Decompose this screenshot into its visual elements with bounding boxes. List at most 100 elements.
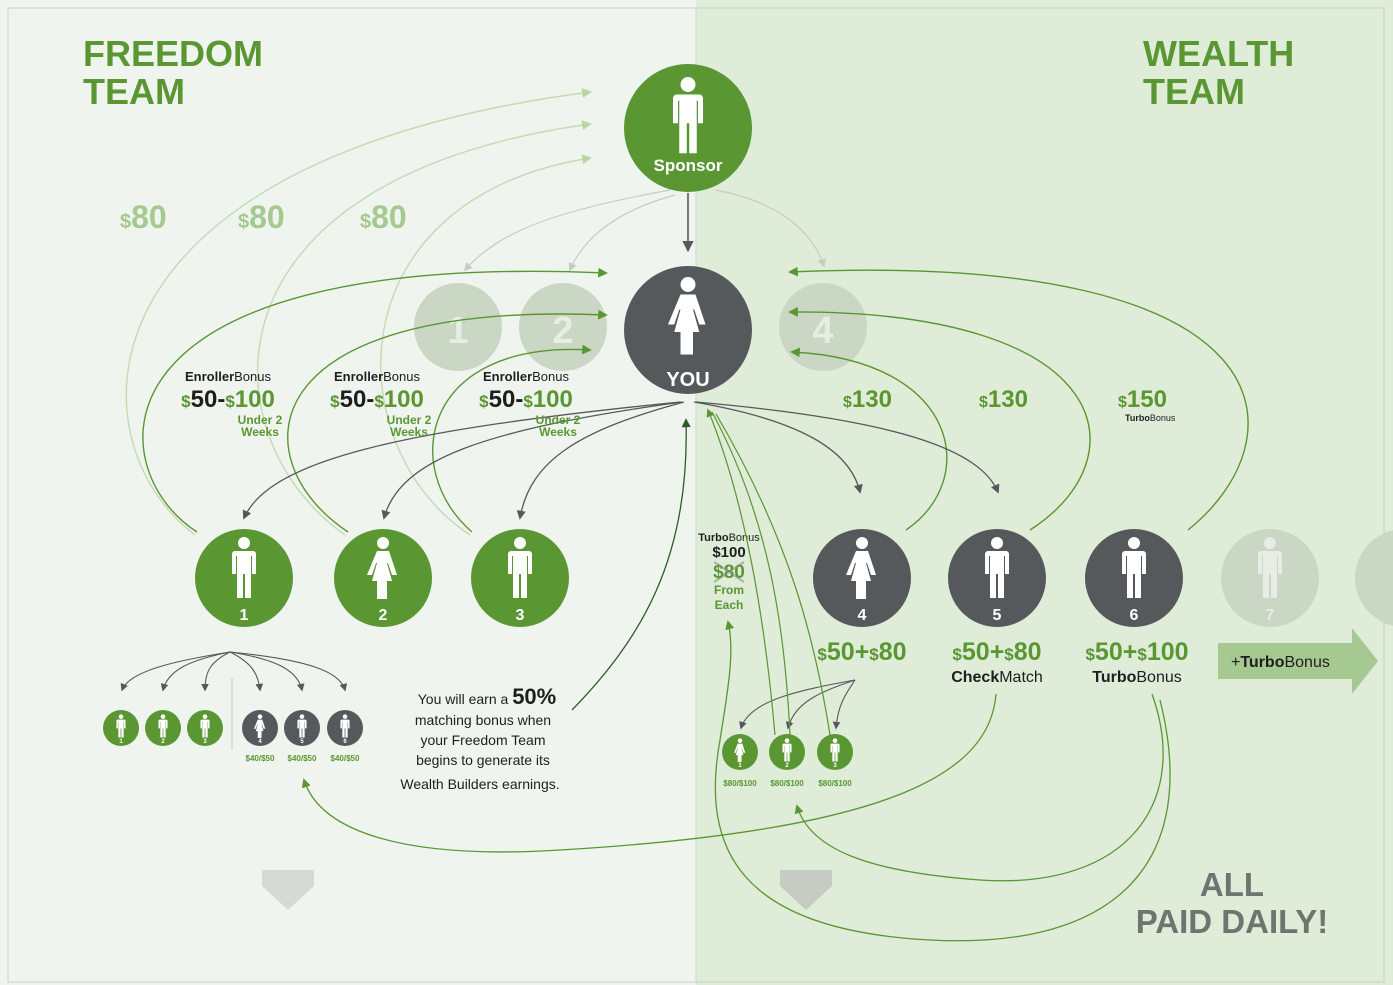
svg-text:4: 4 <box>858 607 867 624</box>
member-5: 5 <box>948 529 1046 627</box>
freedom-amount-3: $80 <box>360 199 407 235</box>
freedom-amount-2: $80 <box>238 199 285 235</box>
svg-text:5: 5 <box>993 607 1002 624</box>
turbobonus-arrow: +TurboBonus <box>1218 628 1378 694</box>
wealth-title-line1: WEALTH <box>1143 33 1294 74</box>
arc-mini-right-2-to-you <box>711 411 791 736</box>
svg-text:$80: $80 <box>238 199 285 235</box>
svg-text:matching bonus when: matching bonus when <box>415 712 551 728</box>
faded-member-4: 4 <box>779 283 867 371</box>
sponsor-node: Sponsor <box>624 64 752 192</box>
member-3: 3 <box>471 529 569 627</box>
arrow-you-to-3 <box>516 401 685 520</box>
sponsor-label: Sponsor <box>654 156 723 175</box>
mini-left-4-amount: $40/$50 <box>246 754 275 763</box>
arrow-sponsor-to-faded1 <box>463 189 671 272</box>
mini-left-5-amount: $40/$50 <box>288 754 317 763</box>
member-1: 1 <box>195 529 293 627</box>
mini-left-6-amount: $40/$50 <box>331 754 360 763</box>
checkmatch-label: CheckMatch <box>951 669 1043 686</box>
svg-text:$80/$100: $80/$100 <box>723 779 757 788</box>
arc-enroller-3 <box>431 344 592 533</box>
member-2: 2 <box>334 529 432 627</box>
svg-text:2: 2 <box>161 739 165 745</box>
faded-member-1: 1 <box>414 283 502 371</box>
paid-daily-line1: ALL <box>1200 866 1264 903</box>
svg-text:begins to generate its: begins to generate its <box>416 752 550 768</box>
svg-text:$100: $100 <box>712 544 745 561</box>
arc-member3-to-sponsor <box>380 154 592 536</box>
svg-text:3: 3 <box>203 739 207 745</box>
faded-member-2: 2 <box>519 283 607 371</box>
svg-text:your Freedom Team: your Freedom Team <box>420 732 545 748</box>
arrow-you-to-2 <box>381 401 683 520</box>
wealth-amount-6: $150 <box>1118 386 1167 413</box>
arc-mini-right-1-to-you <box>706 408 776 736</box>
turbo-bonus-note: TurboBonus $100 $80 From Each <box>698 532 760 612</box>
svg-text:Under 2: Under 2 <box>238 413 283 427</box>
svg-text:TurboBonus: TurboBonus <box>698 532 760 544</box>
svg-text:Under 2: Under 2 <box>536 413 581 427</box>
you-node: YOU <box>624 266 752 394</box>
down-arrow-left-icon <box>262 870 314 910</box>
paid-daily-line2: PAID DAILY! <box>1136 903 1329 940</box>
member-4: 4 <box>813 529 911 627</box>
svg-text:Weeks: Weeks <box>390 425 428 439</box>
turbobonus-label: TurboBonus <box>1092 669 1182 686</box>
freedom-panel-bg <box>0 0 696 985</box>
arrow-you-to-5 <box>695 401 1000 494</box>
svg-text:6: 6 <box>1130 607 1139 624</box>
arrow-sponsor-to-faded2 <box>568 194 676 272</box>
mini-left-group: 1 2 3 4 5 6 $40/$50 $40/$50 $40/$50 <box>103 651 363 763</box>
freedom-title-line2: TEAM <box>83 71 185 112</box>
member-8-faded-partial <box>1355 530 1393 626</box>
svg-text:You will earn a 50%: You will earn a 50% <box>418 684 556 709</box>
svg-text:Weeks: Weeks <box>539 425 577 439</box>
enroller-bonus-2: EnrollerBonus $50-$100 Under 2 Weeks <box>330 369 432 439</box>
member-7-faded: 7 <box>1221 529 1319 627</box>
svg-text:$50-$100: $50-$100 <box>479 386 573 413</box>
arrow-sponsor-to-faded4 <box>714 189 826 268</box>
strike-x-icon <box>713 561 745 583</box>
svg-text:1: 1 <box>447 310 468 352</box>
earnings-member-5: $50+$80 <box>952 638 1041 666</box>
earnings-member-4: $50+$80 <box>817 638 906 666</box>
down-arrow-right-icon <box>780 870 832 910</box>
svg-text:$50-$100: $50-$100 <box>181 386 275 413</box>
svg-text:Under 2: Under 2 <box>387 413 432 427</box>
enroller-bonus-1: EnrollerBonus $50-$100 Under 2 Weeks <box>181 369 283 439</box>
wealth-amount-6-turbo: TurboBonus <box>1125 413 1176 423</box>
svg-text:2: 2 <box>552 310 573 352</box>
arc-turbo-to-note <box>714 620 1171 942</box>
svg-text:EnrollerBonus: EnrollerBonus <box>483 369 569 384</box>
freedom-title-line1: FREEDOM <box>83 33 263 74</box>
matching-bonus-text: You will earn a 50% matching bonus when … <box>400 684 559 792</box>
arrow-you-to-4 <box>693 401 863 494</box>
svg-text:$50-$100: $50-$100 <box>330 386 424 413</box>
arc-enroller-1 <box>142 267 608 533</box>
svg-text:2: 2 <box>785 763 789 769</box>
svg-text:$80/$100: $80/$100 <box>818 779 852 788</box>
svg-text:From: From <box>714 583 744 597</box>
arc-member1-to-sponsor <box>125 88 592 536</box>
svg-text:1: 1 <box>738 763 742 769</box>
enroller-bonus-3: EnrollerBonus $50-$100 Under 2 Weeks <box>479 369 581 439</box>
arrow-match-to-you <box>571 418 691 711</box>
svg-text:$80: $80 <box>360 199 407 235</box>
mini-right-group: 1 2 3 $80/$100 $80/$100 $80/$100 <box>722 679 856 788</box>
arc-enroller-2 <box>287 309 608 533</box>
svg-text:3: 3 <box>833 763 837 769</box>
wealth-amount-5: $130 <box>979 386 1028 413</box>
svg-text:7: 7 <box>1266 607 1275 624</box>
svg-text:1: 1 <box>240 607 249 624</box>
arc-wealth-6 <box>788 266 1249 531</box>
arc-turbo-to-mini <box>794 693 1164 882</box>
svg-text:$80/$100: $80/$100 <box>770 779 804 788</box>
svg-text:1: 1 <box>119 739 123 745</box>
svg-text:4: 4 <box>812 310 833 352</box>
freedom-amount-1: $80 <box>120 199 167 235</box>
arc-mini-right-3-to-you <box>715 413 831 736</box>
svg-text:Weeks: Weeks <box>241 425 279 439</box>
